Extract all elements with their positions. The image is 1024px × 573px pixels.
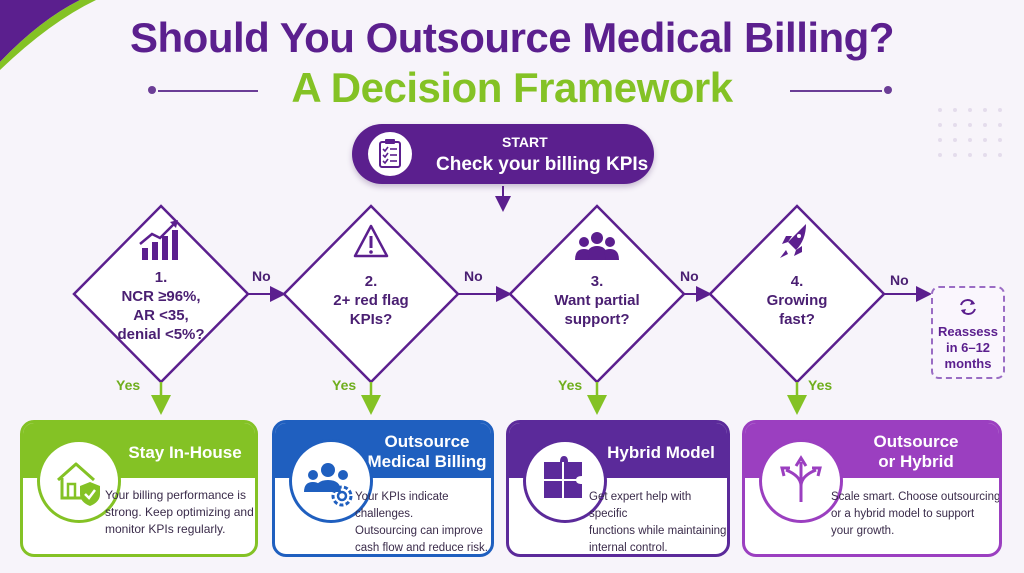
reassess-line-3: months [944,356,992,371]
card-body-line-2: functions while maintaining [589,525,727,537]
card-body-line-3: cash flow and reduce risk. [355,542,488,554]
card-body: Scale smart. Choose outsourcing or a hyb… [831,489,1001,540]
house-shield-icon [57,462,100,506]
card-body-line-2: strong. Keep optimizing and [105,505,254,519]
refresh-cycle-icon [960,299,976,315]
decision-4-line-1: Growing [766,292,828,309]
yes-label-3: Yes [558,377,583,393]
outcome-card-outsource: Outsource Medical Billing Your KPIs indi… [272,420,494,557]
card-body-line-1: Scale smart. Choose outsourcing [831,491,1001,503]
corner-decoration [0,0,96,70]
decision-1-line-1: NCR ≥96%, [121,288,201,305]
card-body-line-1: Your KPIs indicate challenges. [355,491,449,520]
decision-1-line-2: AR <35, [133,307,189,324]
start-text: Check your billing KPIs [436,154,649,175]
title-rule-dot-left [148,86,156,94]
outcome-card-hybrid: Hybrid Model Get expert help with specif… [506,420,730,557]
card-body-line-3: your growth. [831,525,895,537]
reassess-box: Reassess in 6–12 months [931,286,1005,379]
reassess-text: Reassess in 6–12 months [933,324,1003,372]
card-title: Hybrid Model [607,443,715,462]
card-title: Stay In-House [128,443,242,462]
title-rule-left [158,90,258,92]
card-body-line-3: internal control. [589,542,668,554]
title-rule-right [790,90,882,92]
title-rule-dot-right [884,86,892,94]
page-title: Should You Outsource Medical Billing? [130,14,895,61]
no-label-1: No [252,268,271,284]
card-body-line-2: or a hybrid model to support [831,508,975,520]
decision-2-number: 2. [364,273,378,290]
reassess-line-2: in 6–12 [945,340,991,355]
card-icon-circle [523,439,607,523]
card-title-line-1: Outsource [384,432,470,451]
outcome-card-outsource-or-hybrid: Outsource or Hybrid Scale smart. Choose … [742,420,1002,557]
start-label: START [502,134,548,150]
decision-1-text: 1. NCR ≥96%, AR <35, denial <5%? [100,268,222,344]
decision-4-number: 4. [790,273,804,290]
card-icon-circle [759,439,843,523]
card-title-line-2: or Hybrid [878,452,954,471]
card-title: Outsource Medical Billing [359,432,491,472]
decision-3-text: 3. Want partial support? [540,272,654,329]
card-title: Outsource or Hybrid [841,432,991,472]
warning-triangle-icon [353,224,389,258]
yes-label-4: Yes [808,377,833,393]
card-body: Get expert help with specific functions … [589,489,727,554]
no-label-2: No [464,268,483,284]
decision-4-text: 4. Growing fast? [742,272,852,329]
card-body-line-1: Your billing performance is [105,488,246,502]
decision-2-line-2: KPIs? [349,311,393,328]
outcome-card-stay-in-house: Stay In-House Your billing performance i… [20,420,258,557]
card-title-line-2: Medical Billing [367,452,487,471]
decision-1-line-3: denial <5%? [117,326,205,343]
card-body-line-2: Outsourcing can improve [355,525,483,537]
decision-3-line-2: support? [564,311,630,328]
decision-3-number: 3. [590,273,604,290]
start-node: START Check your billing KPIs [352,124,654,184]
bar-chart-growth-icon [139,220,178,260]
decision-2-text: 2. 2+ red flag KPIs? [316,272,426,329]
decision-4-line-2: fast? [779,311,815,328]
reassess-line-1: Reassess [938,324,998,339]
yes-label-2: Yes [332,377,357,393]
clipboard-checklist-icon [379,139,401,168]
team-gear-icon [304,463,353,507]
rocket-icon [780,224,806,258]
card-body-line-1: Get expert help with specific [589,491,692,520]
card-body-line-3: monitor KPIs regularly. [105,522,226,536]
decision-1-number: 1. [154,269,168,286]
no-label-3: No [680,268,699,284]
start-icon-circle [368,132,412,176]
team-people-icon [575,232,619,260]
card-body: Your KPIs indicate challenges. Outsourci… [355,489,491,554]
branching-arrows-icon [780,455,822,502]
card-icon-circle [37,439,121,523]
page-subtitle: A Decision Framework [291,64,733,111]
dot-pattern-decoration [938,108,1002,157]
decision-2-line-1: 2+ red flag [333,292,409,309]
card-title-line-1: Outsource [873,432,959,451]
card-icon-circle [289,439,373,523]
decision-3-line-1: Want partial [554,292,640,309]
card-body: Your billing performance is strong. Keep… [105,487,255,538]
no-label-4: No [890,272,909,288]
yes-label-1: Yes [116,377,141,393]
puzzle-pieces-icon [544,456,582,498]
